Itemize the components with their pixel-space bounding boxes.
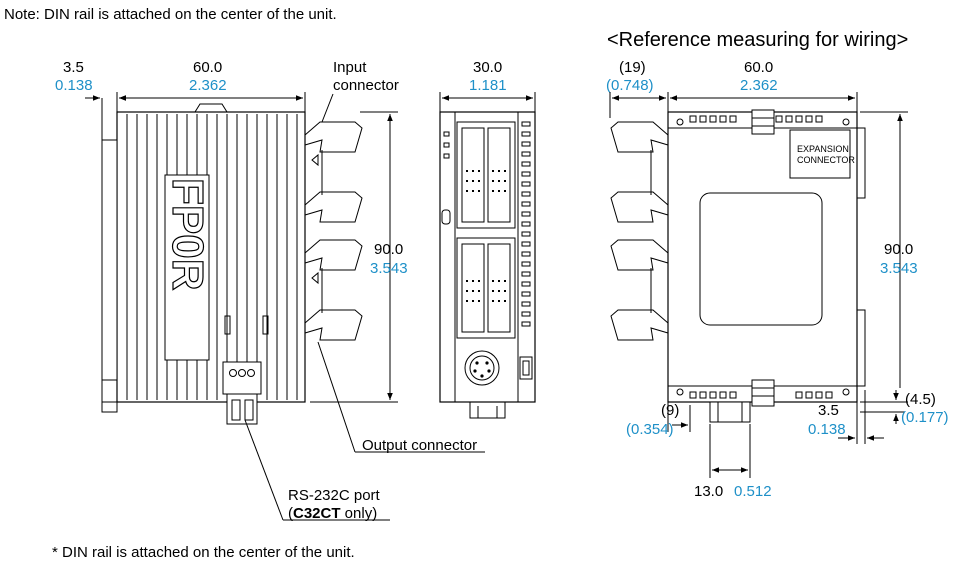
rs232c-bold: C32CT <box>293 505 341 522</box>
rs232c-label-1: RS-232C port <box>288 487 381 504</box>
input-connector-label-2: connector <box>333 77 399 94</box>
front-logo: FP0R <box>163 178 212 290</box>
rs232c-rest: only) <box>341 505 378 522</box>
front-dim-width-inch: 2.362 <box>189 77 227 94</box>
ref-dim-left-inch: (0.748) <box>606 77 654 94</box>
ref-dim-bottom-left-mm: (9) <box>661 402 679 419</box>
ref-dim-bottom-right-mm: 3.5 <box>818 402 839 419</box>
reference-view: <Reference measuring for wiring> (19) (0… <box>606 29 949 500</box>
front-dim-left-mm: 3.5 <box>63 59 84 76</box>
side-view: 30.0 1.181 <box>439 59 536 419</box>
side-dim-depth-inch: 1.181 <box>469 77 507 94</box>
front-dim-height-inch: 3.543 <box>370 260 408 277</box>
ref-dim-left-mm: (19) <box>619 59 646 76</box>
ref-dim-bottom-right-inch: 0.138 <box>808 421 846 438</box>
ref-dim-height-inch: 3.543 <box>880 260 918 277</box>
ref-dim-width-inch: 2.362 <box>740 77 778 94</box>
ref-dim-edge-inch: (0.177) <box>901 409 949 426</box>
ref-dim-edge-mm: (4.5) <box>905 391 936 408</box>
ref-dim-connector-inch: 0.512 <box>734 483 772 500</box>
front-dim-left-inch: 0.138 <box>55 77 93 94</box>
ref-dim-width-mm: 60.0 <box>744 59 773 76</box>
expansion-label-2: CONNECTOR <box>797 155 855 165</box>
input-connector-label-1: Input <box>333 59 367 76</box>
front-view: 3.5 0.138 60.0 2.362 FP0R <box>55 59 485 522</box>
output-connector-label: Output connector <box>362 437 477 454</box>
front-dim-width-mm: 60.0 <box>193 59 222 76</box>
side-dim-depth-mm: 30.0 <box>473 59 502 76</box>
ref-dim-height-mm: 90.0 <box>884 241 913 258</box>
front-dim-height-mm: 90.0 <box>374 241 403 258</box>
rs232c-open: ( <box>288 505 293 522</box>
expansion-label-1: EXPANSION <box>797 144 849 154</box>
note-bottom: * DIN rail is attached on the center of … <box>52 544 355 561</box>
note-top: Note: DIN rail is attached on the center… <box>4 6 337 23</box>
ref-dim-connector-mm: 13.0 <box>694 483 723 500</box>
reference-title: <Reference measuring for wiring> <box>607 29 908 51</box>
ref-dim-bottom-left-inch: (0.354) <box>626 421 674 438</box>
rs232c-label-2: (C32CT only) <box>288 505 377 522</box>
